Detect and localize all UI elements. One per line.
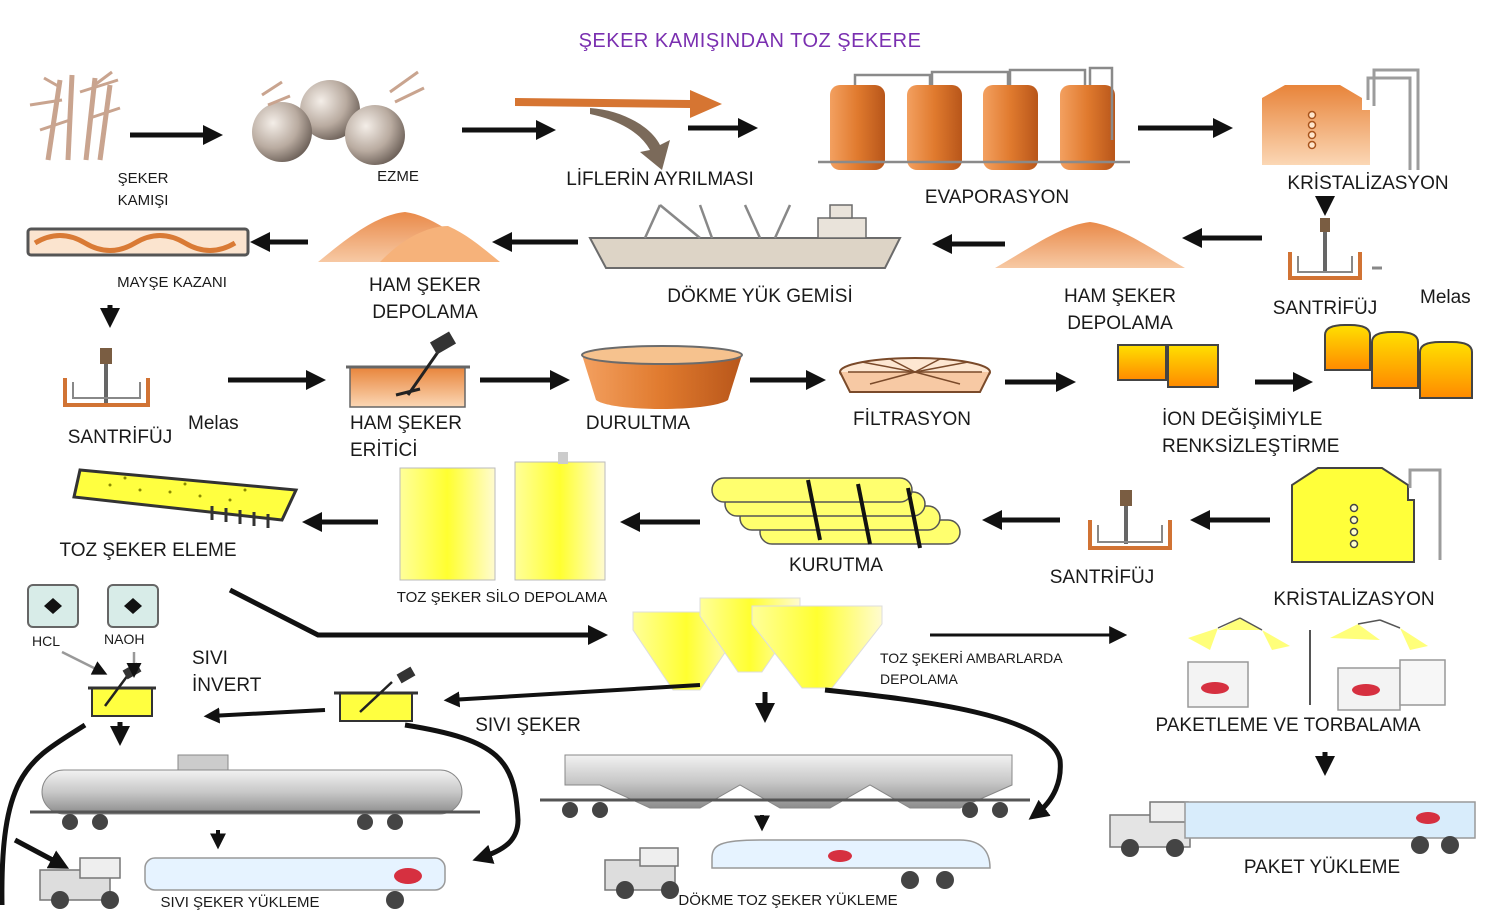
label-evaporasyon: EVAPORASYON: [924, 187, 1070, 208]
label-toz-sekeri-ambar: TOZ ŞEKERİ AMBARLARDA DEPOLAMA: [880, 650, 1063, 687]
dryers-icon: [711, 477, 961, 549]
row6-arrows: [0, 687, 1063, 906]
label-ham-seker-depolama-2: HAM ŞEKER DEPOLAMA: [1064, 286, 1176, 334]
filter-icon: [839, 357, 991, 393]
raw-sugar-pile-icon: [318, 212, 500, 262]
label-kristalizasyon-1: KRİSTALİZASYON: [1287, 173, 1449, 194]
row1-arrows: [130, 118, 1335, 216]
sugar-cane-icon: [29, 70, 121, 161]
label-durultma: DURULTMA: [585, 413, 691, 434]
rail-tanker-icon: [30, 754, 480, 830]
label-toz-seker-eleme: TOZ ŞEKER ELEME: [59, 540, 237, 561]
bulk-rail-hopper-icon: [540, 754, 1030, 818]
crystallizer-orange-icon: [1262, 68, 1420, 170]
label-sivi-seker-yukleme: SIVI ŞEKER YÜKLEME: [160, 894, 320, 911]
label-mayse-kazani: MAYŞE KAZANI: [117, 274, 227, 291]
chemical-tanks-icon: [27, 584, 159, 628]
sugar-screen-icon: [72, 468, 299, 528]
label-kurutma: KURUTMA: [789, 555, 883, 576]
centrifuge-2-icon: [63, 348, 150, 407]
sugar-silo-icon: [399, 452, 606, 581]
label-santrifuj-2: SANTRİFÜJ: [67, 427, 173, 448]
label-santrifuj-3: SANTRİFÜJ: [1049, 567, 1155, 588]
label-sivi-seker: SIVI ŞEKER: [475, 715, 581, 736]
label-melas-1: Melas: [1420, 287, 1471, 308]
clarifier-icon: [581, 345, 743, 409]
label-naoh: NAOH: [104, 631, 145, 647]
packaging-icon: [1187, 617, 1446, 711]
row4-arrows: [302, 510, 1270, 532]
centrifuge-1-icon: [1288, 218, 1382, 280]
label-liflerin-ayrilmasi: LİFLERİN AYRILMASI: [566, 169, 754, 190]
row3-arrows: [228, 370, 1313, 392]
storage-hoppers-icon: [632, 597, 883, 691]
label-dokme-yuk-gemisi: DÖKME YÜK GEMİSİ: [667, 286, 853, 307]
liquid-sugar-tank-icon: [334, 666, 418, 722]
label-sivi-invert: SIVI İNVERT: [192, 648, 262, 696]
label-santrifuj-1: SANTRİFÜJ: [1272, 298, 1378, 319]
fiber-separation-icon: [515, 90, 722, 170]
bulk-ship-icon: [588, 204, 902, 269]
ion-exchange-icon: [1117, 344, 1219, 388]
label-ham-seker-depolama-1: HAM ŞEKER DEPOLAMA: [369, 275, 481, 323]
row2-arrows: [100, 228, 1262, 328]
label-dokme-toz-yukleme: DÖKME TOZ ŞEKER YÜKLEME: [678, 892, 898, 909]
centrifuge-3-icon: [1088, 490, 1172, 550]
evaporators-icon: [818, 66, 1130, 170]
label-paketleme: PAKETLEME VE TORBALAMA: [1155, 715, 1421, 736]
label-kristalizasyon-2: KRİSTALİZASYON: [1273, 589, 1435, 610]
row5-arrows: [61, 587, 1335, 776]
label-seker-kamisi: ŞEKER KAMIŞI: [117, 170, 169, 209]
label-paket-yukleme: PAKET YÜKLEME: [1243, 857, 1401, 878]
label-ezme: EZME: [377, 168, 419, 185]
mash-tank-icon: [26, 227, 250, 257]
label-melas-2: Melas: [188, 413, 239, 434]
raw-sugar-melter-icon: [346, 331, 470, 408]
bulk-truck-icon: [604, 839, 991, 899]
label-filtrasyon: FİLTRASYON: [853, 409, 971, 430]
liquid-sugar-truck-icon: [39, 857, 446, 909]
package-truck-icon: [1109, 801, 1476, 857]
crystallizer-yellow-icon: [1291, 467, 1442, 563]
label-ham-seker-eritici: HAM ŞEKER ERİTİCİ: [350, 413, 462, 461]
page-title: ŞEKER KAMIŞINDAN TOZ ŞEKERE: [578, 30, 922, 52]
raw-sugar-pile-2-icon: [995, 222, 1185, 268]
crushing-rollers-icon: [252, 70, 425, 165]
label-ion-degisimi: İON DEĞİŞİMİYLE RENKSİZLEŞTİRME: [1162, 409, 1340, 457]
label-hcl: HCL: [32, 633, 61, 649]
label-toz-seker-silo: TOZ ŞEKER SİLO DEPOLAMA: [396, 589, 608, 606]
ion-exchange-2-icon: [1324, 324, 1473, 399]
